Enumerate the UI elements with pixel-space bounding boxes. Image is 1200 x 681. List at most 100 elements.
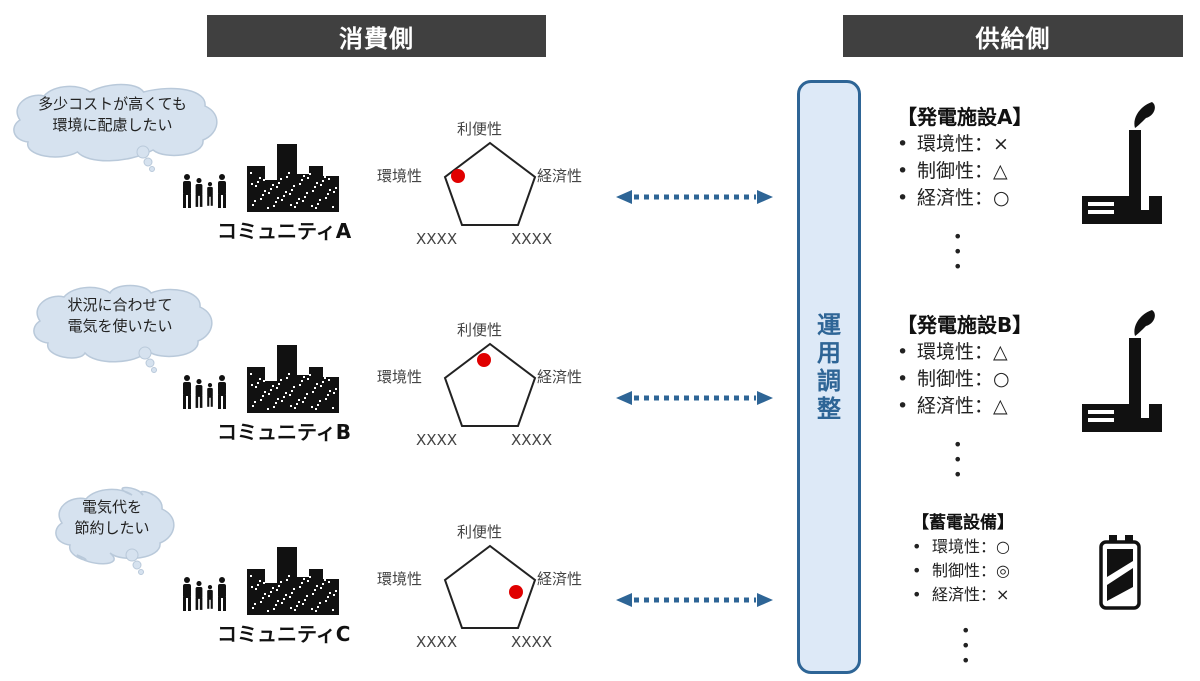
bullet-icon: • [897,395,909,417]
thought-text: 電気を使いたい [67,317,173,335]
attribute-label: 制御性 [917,368,975,390]
radar-label-bottom-left: XXXX [416,230,458,248]
operations-adjustment-char: 調 [817,367,841,395]
attribute-label: 環境性 [917,133,975,155]
thought-text: 状況に合わせて [67,296,173,314]
attribute-rating: × [993,133,1009,155]
family-icon [183,577,226,611]
attribute-rating: ◎ [996,561,1010,580]
radar-label-bottom-left: XXXX [416,633,458,651]
attribute-separator: ： [974,368,994,390]
bullet-icon: • [897,187,909,209]
facility-attribute: • 経済性：△ [897,393,1032,420]
radar-label-right: 経済性 [537,368,583,386]
bullet-icon: • [897,133,909,155]
attribute-rating: △ [993,160,1008,182]
bullet-icon: • [912,561,922,580]
ellipsis-dot: • [953,450,963,469]
attribute-separator: ： [974,395,994,417]
city-buildings-icon [247,345,339,413]
city-buildings-icon [247,144,339,212]
attribute-rating: ○ [996,537,1010,556]
thought-cloud: 多少コストが高くても環境に配慮したい [10,82,235,172]
attribute-separator: ： [980,585,997,604]
attribute-separator: ： [980,561,997,580]
ellipsis-dot: • [953,465,963,484]
radar-label-left: 環境性 [377,167,423,185]
ellipsis-dot: • [961,651,971,670]
attribute-separator: ： [974,187,994,209]
more-items-ellipsis: ••• [953,437,963,484]
bullet-icon: • [897,160,909,182]
cloud-bubble [151,367,157,373]
facility-title: 【発電施設A】 [897,105,1033,129]
facility-spec: 【蓄電設備】•環境性：○•制御性：◎•経済性：× [912,511,1014,607]
radar-label-bottom-right: XXXX [511,431,553,449]
cloud-bubble [149,166,155,172]
cloud-bubble [132,560,142,570]
ellipsis-dot: • [953,242,963,261]
priority-marker [451,169,465,183]
attribute-label: 経済性 [917,187,975,209]
attribute-label: 環境性 [917,341,975,363]
factory-icon [1082,310,1162,432]
ellipsis-dot: • [953,257,963,276]
attribute-rating: △ [993,341,1008,363]
radar-label-bottom-right: XXXX [511,633,553,651]
facility-spec: 【発電施設A】•環境性：×•制御性：△•経済性：○ [897,103,1032,212]
attribute-separator: ： [980,537,997,556]
attribute-separator: ： [974,341,994,363]
community-name: コミュニティB [217,420,352,444]
radar-pentagon [443,544,537,629]
radar-label-right: 経済性 [537,167,583,185]
radar-label-top: 利便性 [457,523,503,541]
thought-text: 環境に配慮したい [52,116,173,134]
factory-icon [1082,102,1162,224]
bullet-icon: • [897,368,909,390]
cloud-bubble [143,157,153,167]
attribute-rating: △ [993,395,1008,417]
thought-cloud: 状況に合わせて電気を使いたい [30,283,230,373]
bidirectional-arrow [616,391,773,405]
radar-pentagon [443,141,537,226]
cloud-shape [33,284,213,373]
facility-attribute: • 環境性：× [897,131,1032,158]
operations-adjustment-char: 運 [817,311,841,339]
ellipsis-dot: • [961,621,971,640]
attribute-separator: ： [974,133,994,155]
radar-label-right: 経済性 [537,570,583,588]
cloud-body [13,83,218,162]
attribute-label: 経済性 [917,395,975,417]
attribute-rating: × [996,585,1010,604]
operations-adjustment-char: 整 [817,395,841,423]
attribute-label: 制御性 [932,561,981,580]
attribute-separator: ： [974,160,994,182]
priority-marker [477,353,491,367]
supplier-side-header: 供給側 [843,15,1183,57]
operations-adjustment-label: 運用調整 [800,311,858,423]
community-name: コミュニティA [217,219,352,243]
more-items-ellipsis: ••• [953,229,963,276]
community-name: コミュニティC [217,622,351,646]
bullet-icon: • [897,341,909,363]
thought-text: 節約したい [74,519,150,537]
radar-label-bottom-right: XXXX [511,230,553,248]
cloud-bubble [145,358,155,368]
facility-attribute: •経済性：× [912,583,1014,607]
facility-title: 【蓄電設備】 [912,513,1014,533]
cloud-bubble [138,569,144,575]
radar-label-top: 利便性 [457,120,503,138]
cloud-bubble [136,145,150,159]
radar-label-bottom-left: XXXX [416,431,458,449]
bidirectional-arrow [616,190,773,204]
family-icon [183,375,226,409]
thought-cloud: 電気代を節約したい [52,485,192,575]
attribute-label: 経済性 [932,585,981,604]
attribute-label: 制御性 [917,160,975,182]
cloud-shape [13,83,218,172]
consumer-side-header: 消費側 [207,15,546,57]
facility-attribute: •制御性：○ [897,366,1032,393]
radar-chart [443,544,537,629]
battery-icon [1099,535,1141,610]
radar-label-left: 環境性 [377,570,423,588]
